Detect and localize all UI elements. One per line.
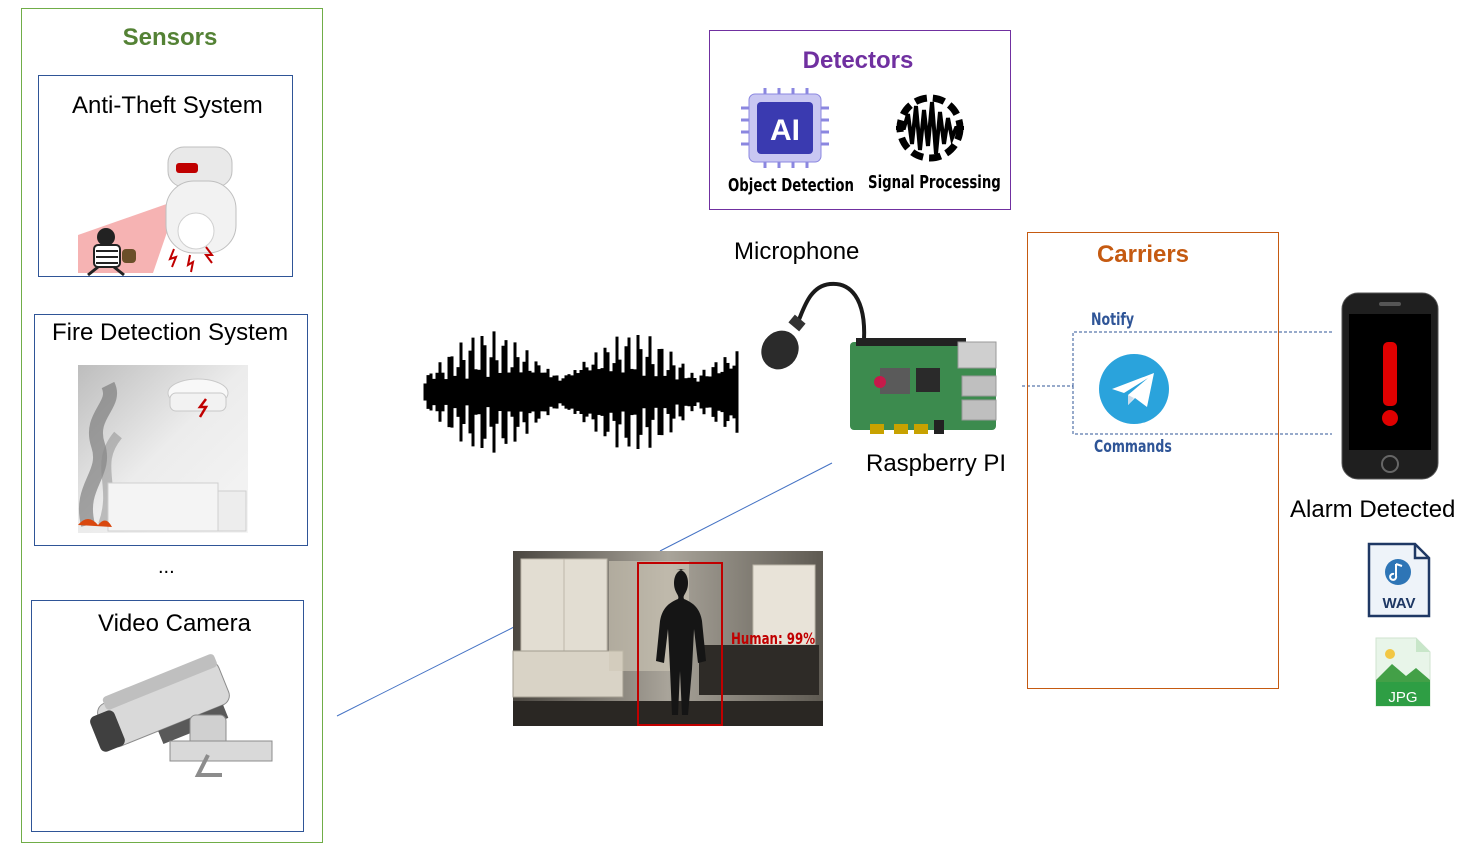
waveform-gear-icon	[896, 94, 964, 162]
cctv-camera-icon	[90, 654, 273, 777]
sensors-ellipsis: ...	[158, 556, 175, 578]
sound-wave-icon	[423, 331, 739, 453]
detectors-title: Detectors	[802, 47, 914, 74]
video-camera-label: Video Camera	[98, 610, 251, 637]
jpg-file-icon	[1375, 637, 1431, 707]
motion-sensor-icon	[78, 146, 237, 277]
raspberry-pi-board	[850, 338, 997, 434]
smartphone-alarm-icon	[1341, 292, 1439, 480]
commands-label: Commands	[1094, 437, 1172, 457]
sensors-panel	[21, 8, 323, 843]
alarm-detected-label: Alarm Detected	[1290, 496, 1456, 523]
jpg-file-label: JPG	[1388, 689, 1418, 706]
smoke-detector-image	[78, 365, 248, 533]
carriers-title: Carriers	[1096, 241, 1190, 268]
microphone-label: Microphone	[734, 238, 860, 265]
video-camera-card	[31, 600, 304, 832]
carriers-panel	[1027, 232, 1279, 689]
microphone-icon	[761, 281, 867, 370]
svg-text:AI: AI	[770, 114, 800, 147]
fire-detection-card	[34, 314, 308, 546]
fire-detection-label: Fire Detection System	[52, 319, 289, 346]
detectors-panel	[709, 30, 1011, 210]
commands-link	[1072, 386, 1332, 435]
notify-label: Notify	[1091, 310, 1135, 330]
signal-processing-label: Signal Processing	[868, 172, 1001, 193]
raspberry-pi-label: Raspberry PI	[866, 450, 1007, 477]
telegram-icon	[1099, 354, 1169, 424]
camera-to-scene-line	[336, 626, 515, 717]
kitchen-detection-image	[512, 551, 823, 726]
anti-theft-card	[38, 75, 293, 277]
notify-link	[1072, 331, 1332, 386]
wav-file-label: WAV	[1382, 595, 1416, 612]
wav-file-icon	[1367, 542, 1431, 618]
ai-chip-icon: AI	[741, 88, 829, 168]
object-detection-label: Object Detection	[728, 175, 854, 196]
scene-to-pi-line	[659, 462, 833, 552]
anti-theft-label: Anti-Theft System	[72, 92, 263, 119]
detection-label: Human: 99%	[731, 629, 816, 648]
sensors-title: Sensors	[122, 24, 218, 51]
